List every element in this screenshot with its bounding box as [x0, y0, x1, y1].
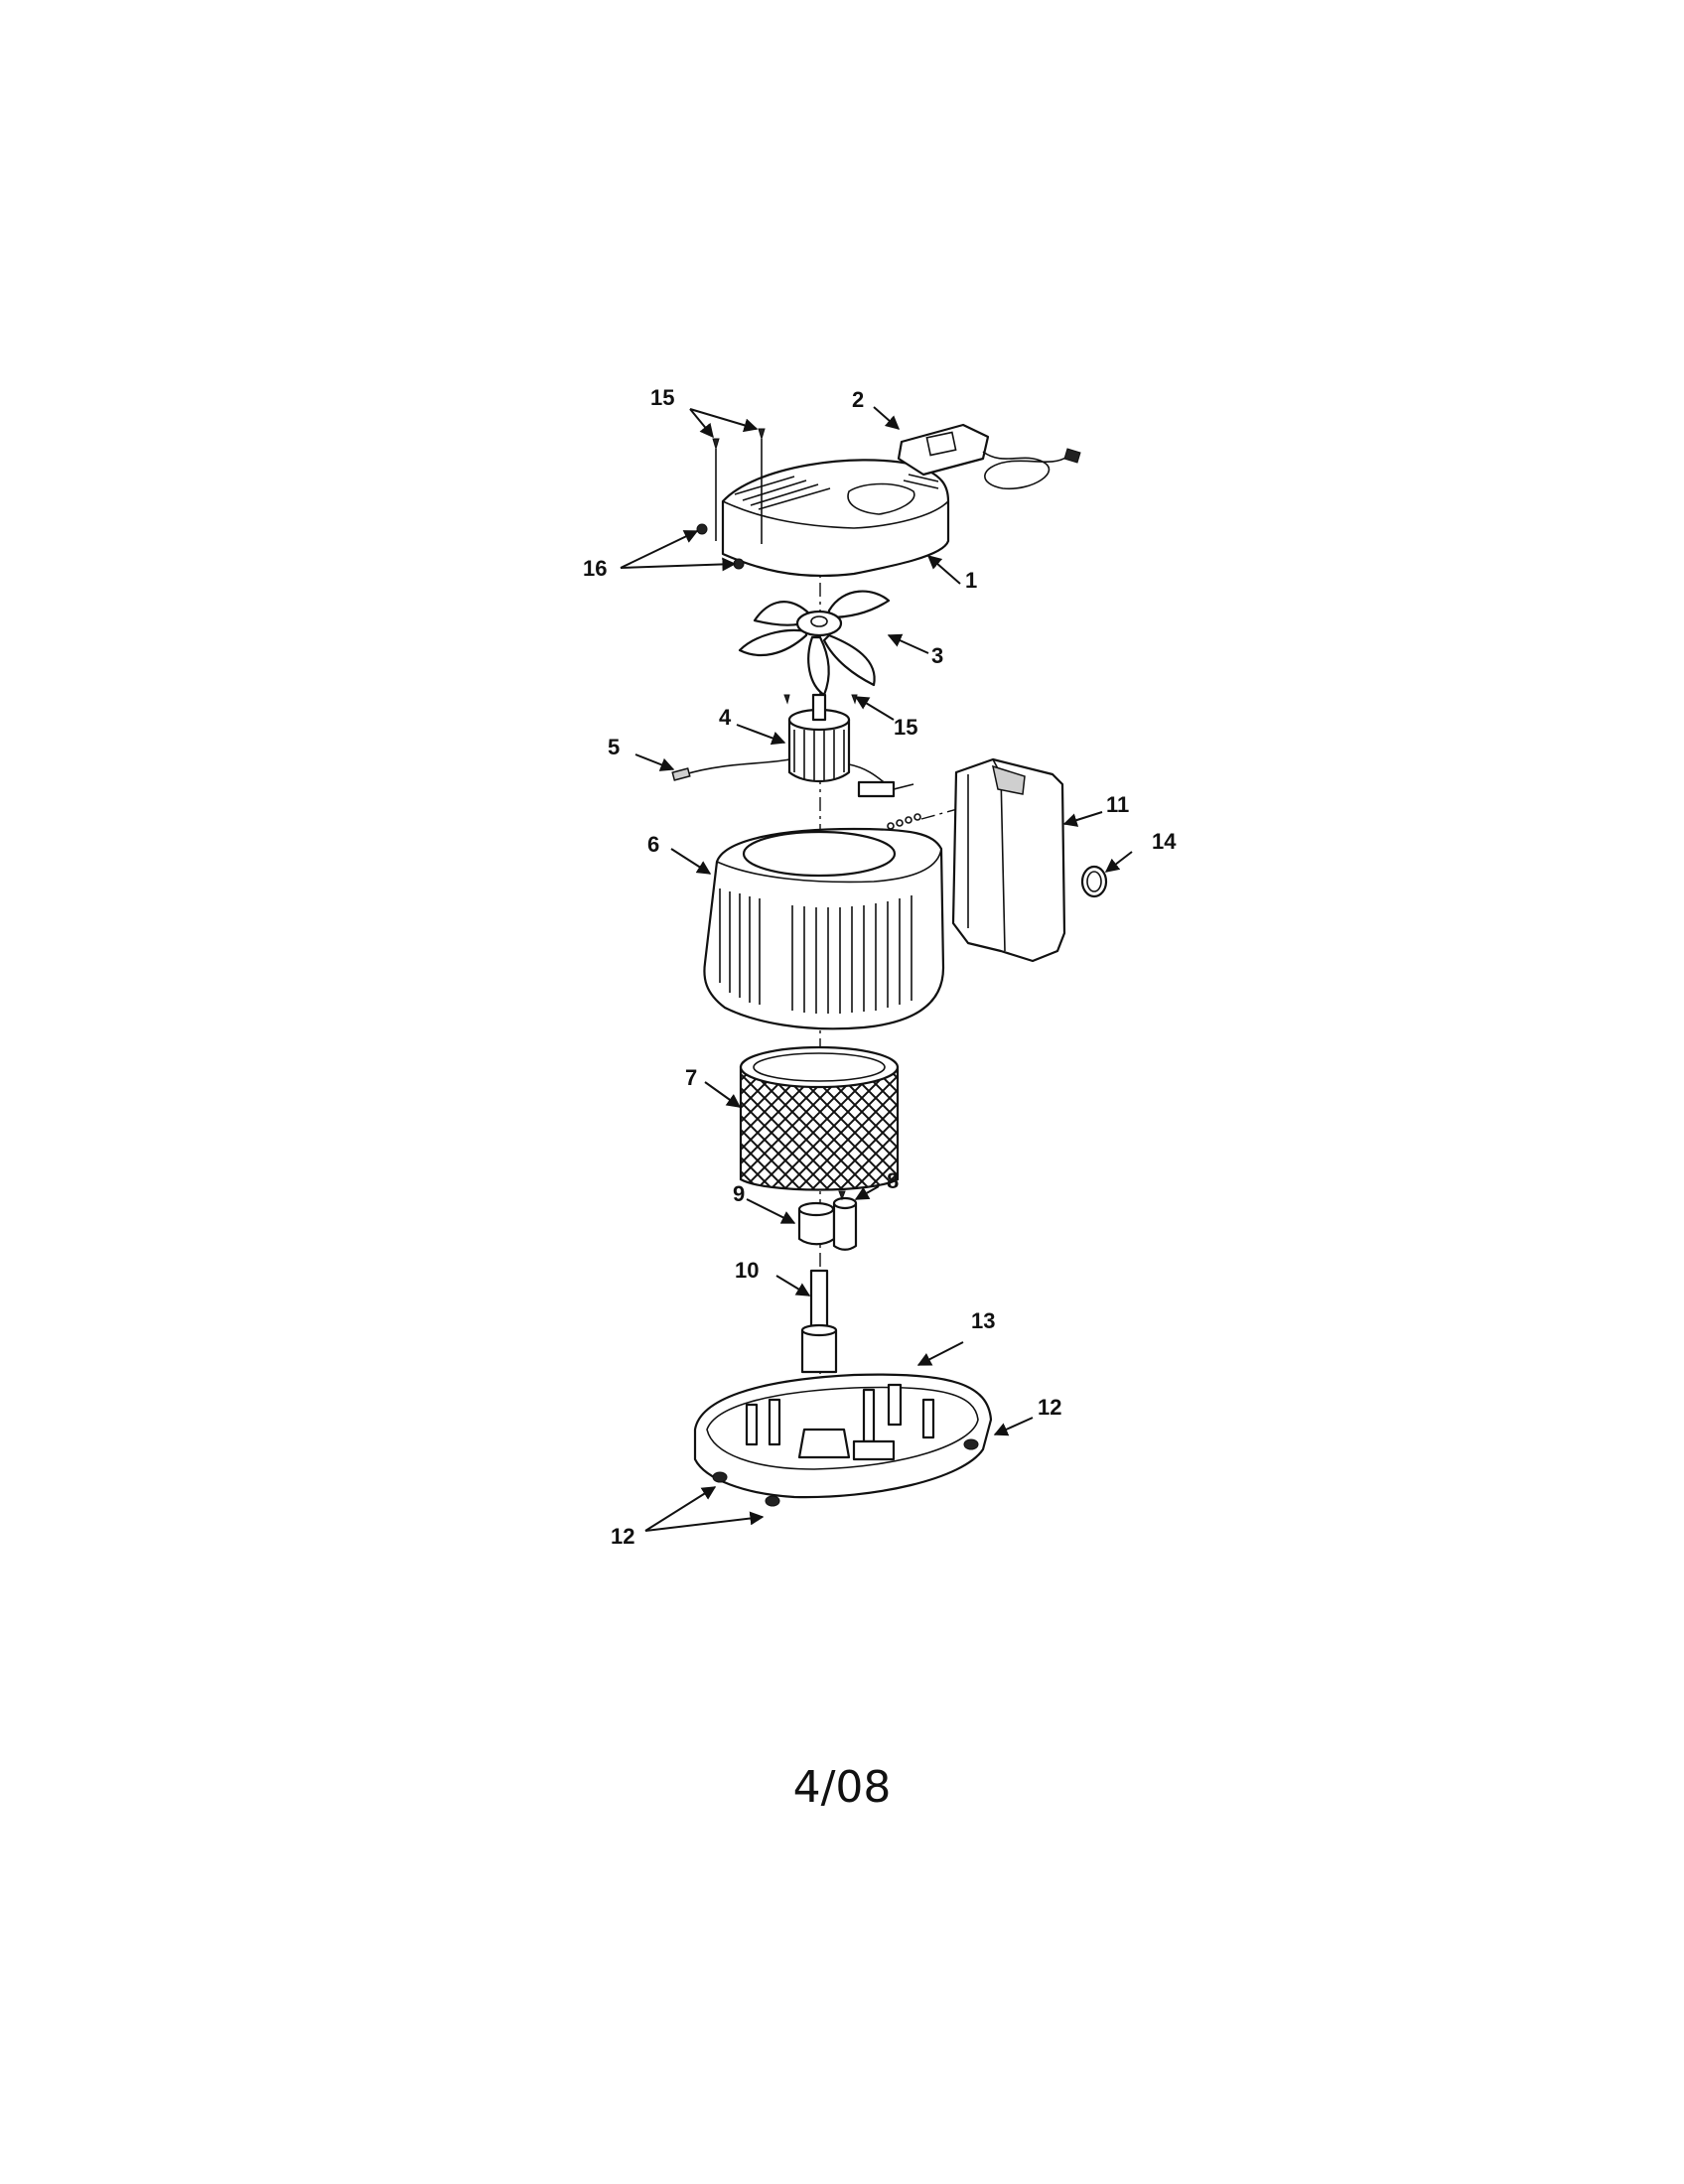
part-15-screws-top	[712, 428, 766, 544]
callout-6: 6	[647, 832, 659, 857]
part-13-base	[693, 1373, 993, 1507]
housing-vents-front	[791, 895, 912, 1014]
part-11-water-tank	[951, 757, 1066, 963]
part-14-tank-cap	[1080, 865, 1108, 898]
callout-9: 9	[733, 1181, 745, 1206]
part-9-float-holder	[797, 1201, 836, 1246]
base-inner-posts	[745, 1383, 935, 1461]
callout-1: 1	[965, 568, 977, 593]
part-2-power-cord	[897, 423, 1081, 490]
part-5-wire	[671, 758, 790, 781]
part-16-screws	[696, 523, 745, 570]
part-6-housing	[703, 813, 945, 1030]
callout-12-left: 12	[611, 1524, 634, 1549]
callout-11: 11	[1106, 792, 1129, 817]
part-7-wick-filter	[739, 1045, 900, 1191]
callout-numbers: 15 2 16 1 3 15 4 5 6 11 14 7 8 9 10 13 1…	[583, 385, 1177, 1549]
callout-15-motor: 15	[894, 715, 917, 740]
callout-8: 8	[887, 1168, 899, 1193]
part-10-float-rod	[800, 1269, 838, 1374]
housing-vents-left	[719, 888, 761, 1005]
callout-14: 14	[1152, 829, 1177, 854]
part-8-float	[832, 1190, 858, 1251]
part-3-fan-blade	[738, 590, 891, 697]
callout-4: 4	[719, 705, 732, 730]
part-1-top-cover	[721, 459, 950, 578]
callout-12-right: 12	[1038, 1395, 1061, 1420]
callout-5: 5	[608, 735, 620, 759]
callout-2: 2	[852, 387, 864, 412]
callout-15: 15	[650, 385, 674, 410]
leader-lines	[620, 406, 1133, 1532]
revision-date: 4/08	[792, 1762, 892, 1813]
callout-7: 7	[685, 1065, 697, 1090]
callout-16: 16	[583, 556, 607, 581]
callout-3: 3	[931, 643, 943, 668]
part-4-motor	[783, 693, 914, 798]
callout-10: 10	[735, 1258, 759, 1283]
callout-13: 13	[971, 1308, 995, 1333]
